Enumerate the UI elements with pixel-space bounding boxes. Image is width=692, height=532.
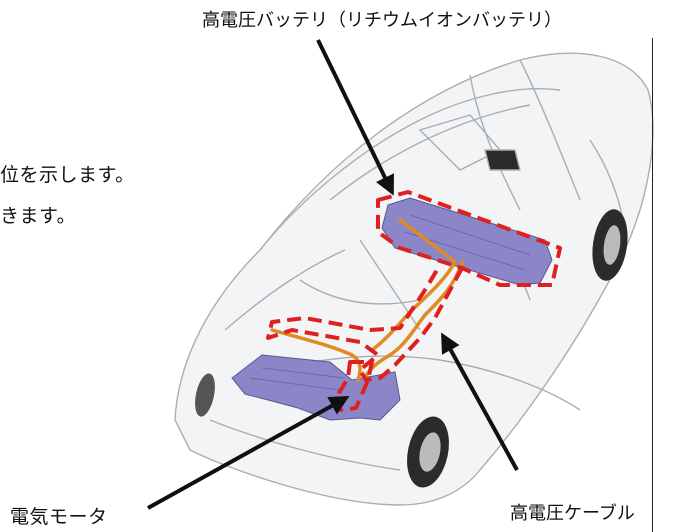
body-text-line-1: 位を示します。 <box>0 164 135 186</box>
motor-highlight <box>334 360 374 412</box>
battery-arrow <box>316 39 394 196</box>
motor-arrow <box>147 396 350 510</box>
wheel-front-left <box>195 373 215 417</box>
page-edge-line <box>652 38 653 532</box>
battery-highlight <box>376 190 562 287</box>
wheel-rear-right <box>592 209 628 281</box>
wheel-front-right <box>407 416 449 488</box>
body-text-line-2: きます。 <box>0 205 77 227</box>
cable-highlight <box>266 263 464 382</box>
highlight-zones <box>266 190 562 412</box>
motor-label: 電気モータ <box>10 506 108 528</box>
battery-label: 高電圧バッテリ（リチウムイオンバッテリ） <box>202 10 562 31</box>
cable-arrow <box>441 332 519 471</box>
cable-label: 高電圧ケーブル <box>510 503 635 524</box>
